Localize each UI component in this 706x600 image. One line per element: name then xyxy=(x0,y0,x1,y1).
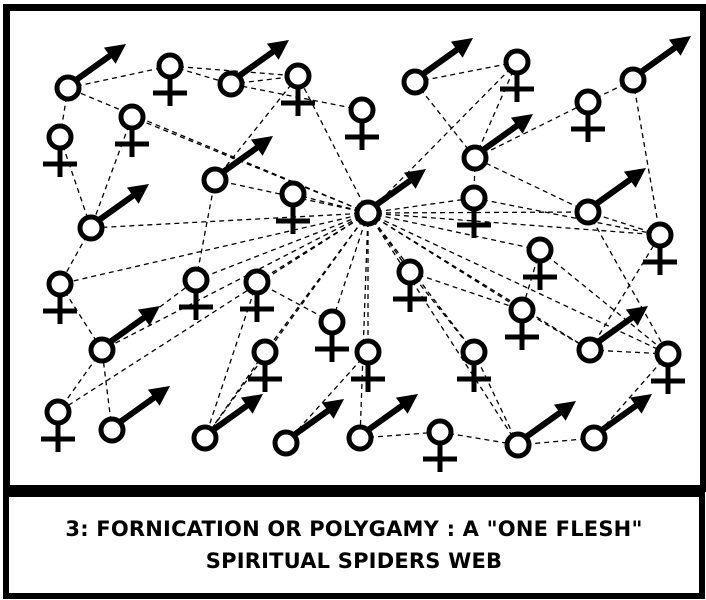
female-symbol-icon xyxy=(281,62,315,116)
connection-line xyxy=(90,212,369,229)
female-symbol-icon xyxy=(643,221,677,275)
male-symbol-icon xyxy=(346,394,418,452)
connection-line xyxy=(131,116,369,214)
male-symbol-icon xyxy=(88,306,160,364)
diagram-frame xyxy=(3,4,706,492)
connection-line xyxy=(589,234,661,351)
female-symbol-icon xyxy=(240,268,274,322)
male-symbol-icon xyxy=(54,44,126,102)
male-symbol-icon xyxy=(580,394,652,452)
female-symbol-icon xyxy=(457,184,491,238)
male-symbol-icon xyxy=(272,399,344,457)
connection-line xyxy=(214,179,369,214)
connection-line xyxy=(632,79,661,236)
connection-line xyxy=(359,212,369,439)
male-symbol-icon xyxy=(619,36,691,94)
female-symbol-icon xyxy=(248,338,282,392)
male-symbol-icon xyxy=(354,169,426,227)
connection-line xyxy=(473,197,661,236)
female-symbol-icon xyxy=(351,338,385,392)
connection-line xyxy=(101,212,369,351)
connection-line xyxy=(539,249,669,355)
female-symbol-icon xyxy=(651,340,685,394)
female-symbol-icon xyxy=(115,103,149,157)
connection-line xyxy=(474,157,589,213)
male-symbol-icon xyxy=(217,40,289,98)
male-symbol-icon xyxy=(98,386,170,444)
connection-line xyxy=(264,212,369,353)
female-symbol-icon xyxy=(457,338,491,392)
connection-line xyxy=(214,75,299,181)
male-symbol-icon xyxy=(77,184,149,242)
gender-symbols xyxy=(41,36,691,472)
connection-line xyxy=(367,212,591,351)
connection-line xyxy=(59,136,92,229)
male-symbol-icon xyxy=(461,114,533,172)
caption: 3: FORNICATION OR POLYGAMY : A "ONE FLES… xyxy=(65,517,643,573)
connection-line xyxy=(474,101,589,159)
male-symbol-icon xyxy=(201,136,273,194)
connection-line xyxy=(204,212,369,439)
female-symbol-icon xyxy=(345,96,379,150)
female-symbol-icon xyxy=(571,88,605,142)
connection-line xyxy=(587,211,669,355)
connection-line xyxy=(297,75,369,214)
female-symbol-icon xyxy=(153,52,187,106)
female-symbol-icon xyxy=(179,266,213,320)
female-symbol-icon xyxy=(315,308,349,362)
female-symbol-icon xyxy=(523,236,557,290)
spiders-web-diagram xyxy=(41,36,691,472)
female-symbol-icon xyxy=(500,48,534,102)
male-symbol-icon xyxy=(574,168,646,226)
connection-line xyxy=(409,271,475,353)
female-symbol-icon xyxy=(276,180,310,234)
caption-box: 3: FORNICATION OR POLYGAMY : A "ONE FLES… xyxy=(3,488,705,599)
connection-line xyxy=(367,212,661,236)
connection-line xyxy=(367,61,518,214)
connection-line xyxy=(414,81,476,159)
male-symbol-icon xyxy=(576,306,648,364)
connection-line xyxy=(367,212,669,355)
connection-line xyxy=(90,116,133,229)
connection-line xyxy=(57,212,369,413)
connection-line xyxy=(367,212,475,353)
female-symbol-icon xyxy=(393,258,427,312)
male-symbol-icon xyxy=(504,401,576,459)
connection-line xyxy=(367,212,519,446)
female-symbol-icon xyxy=(43,270,77,324)
male-symbol-icon xyxy=(191,394,263,452)
connection-line xyxy=(195,212,369,281)
female-symbol-icon xyxy=(41,398,75,452)
connection-line xyxy=(59,212,369,285)
connection-line xyxy=(473,157,476,199)
connection-line xyxy=(367,211,589,214)
female-symbol-icon xyxy=(505,296,539,350)
female-symbol-icon xyxy=(423,418,457,472)
male-symbol-icon xyxy=(401,38,473,96)
connection-line xyxy=(367,212,541,251)
connection-line xyxy=(409,271,523,311)
female-symbol-icon xyxy=(43,123,77,177)
connection-line xyxy=(195,179,216,281)
connection-line xyxy=(473,351,519,446)
connection-line xyxy=(331,212,369,323)
